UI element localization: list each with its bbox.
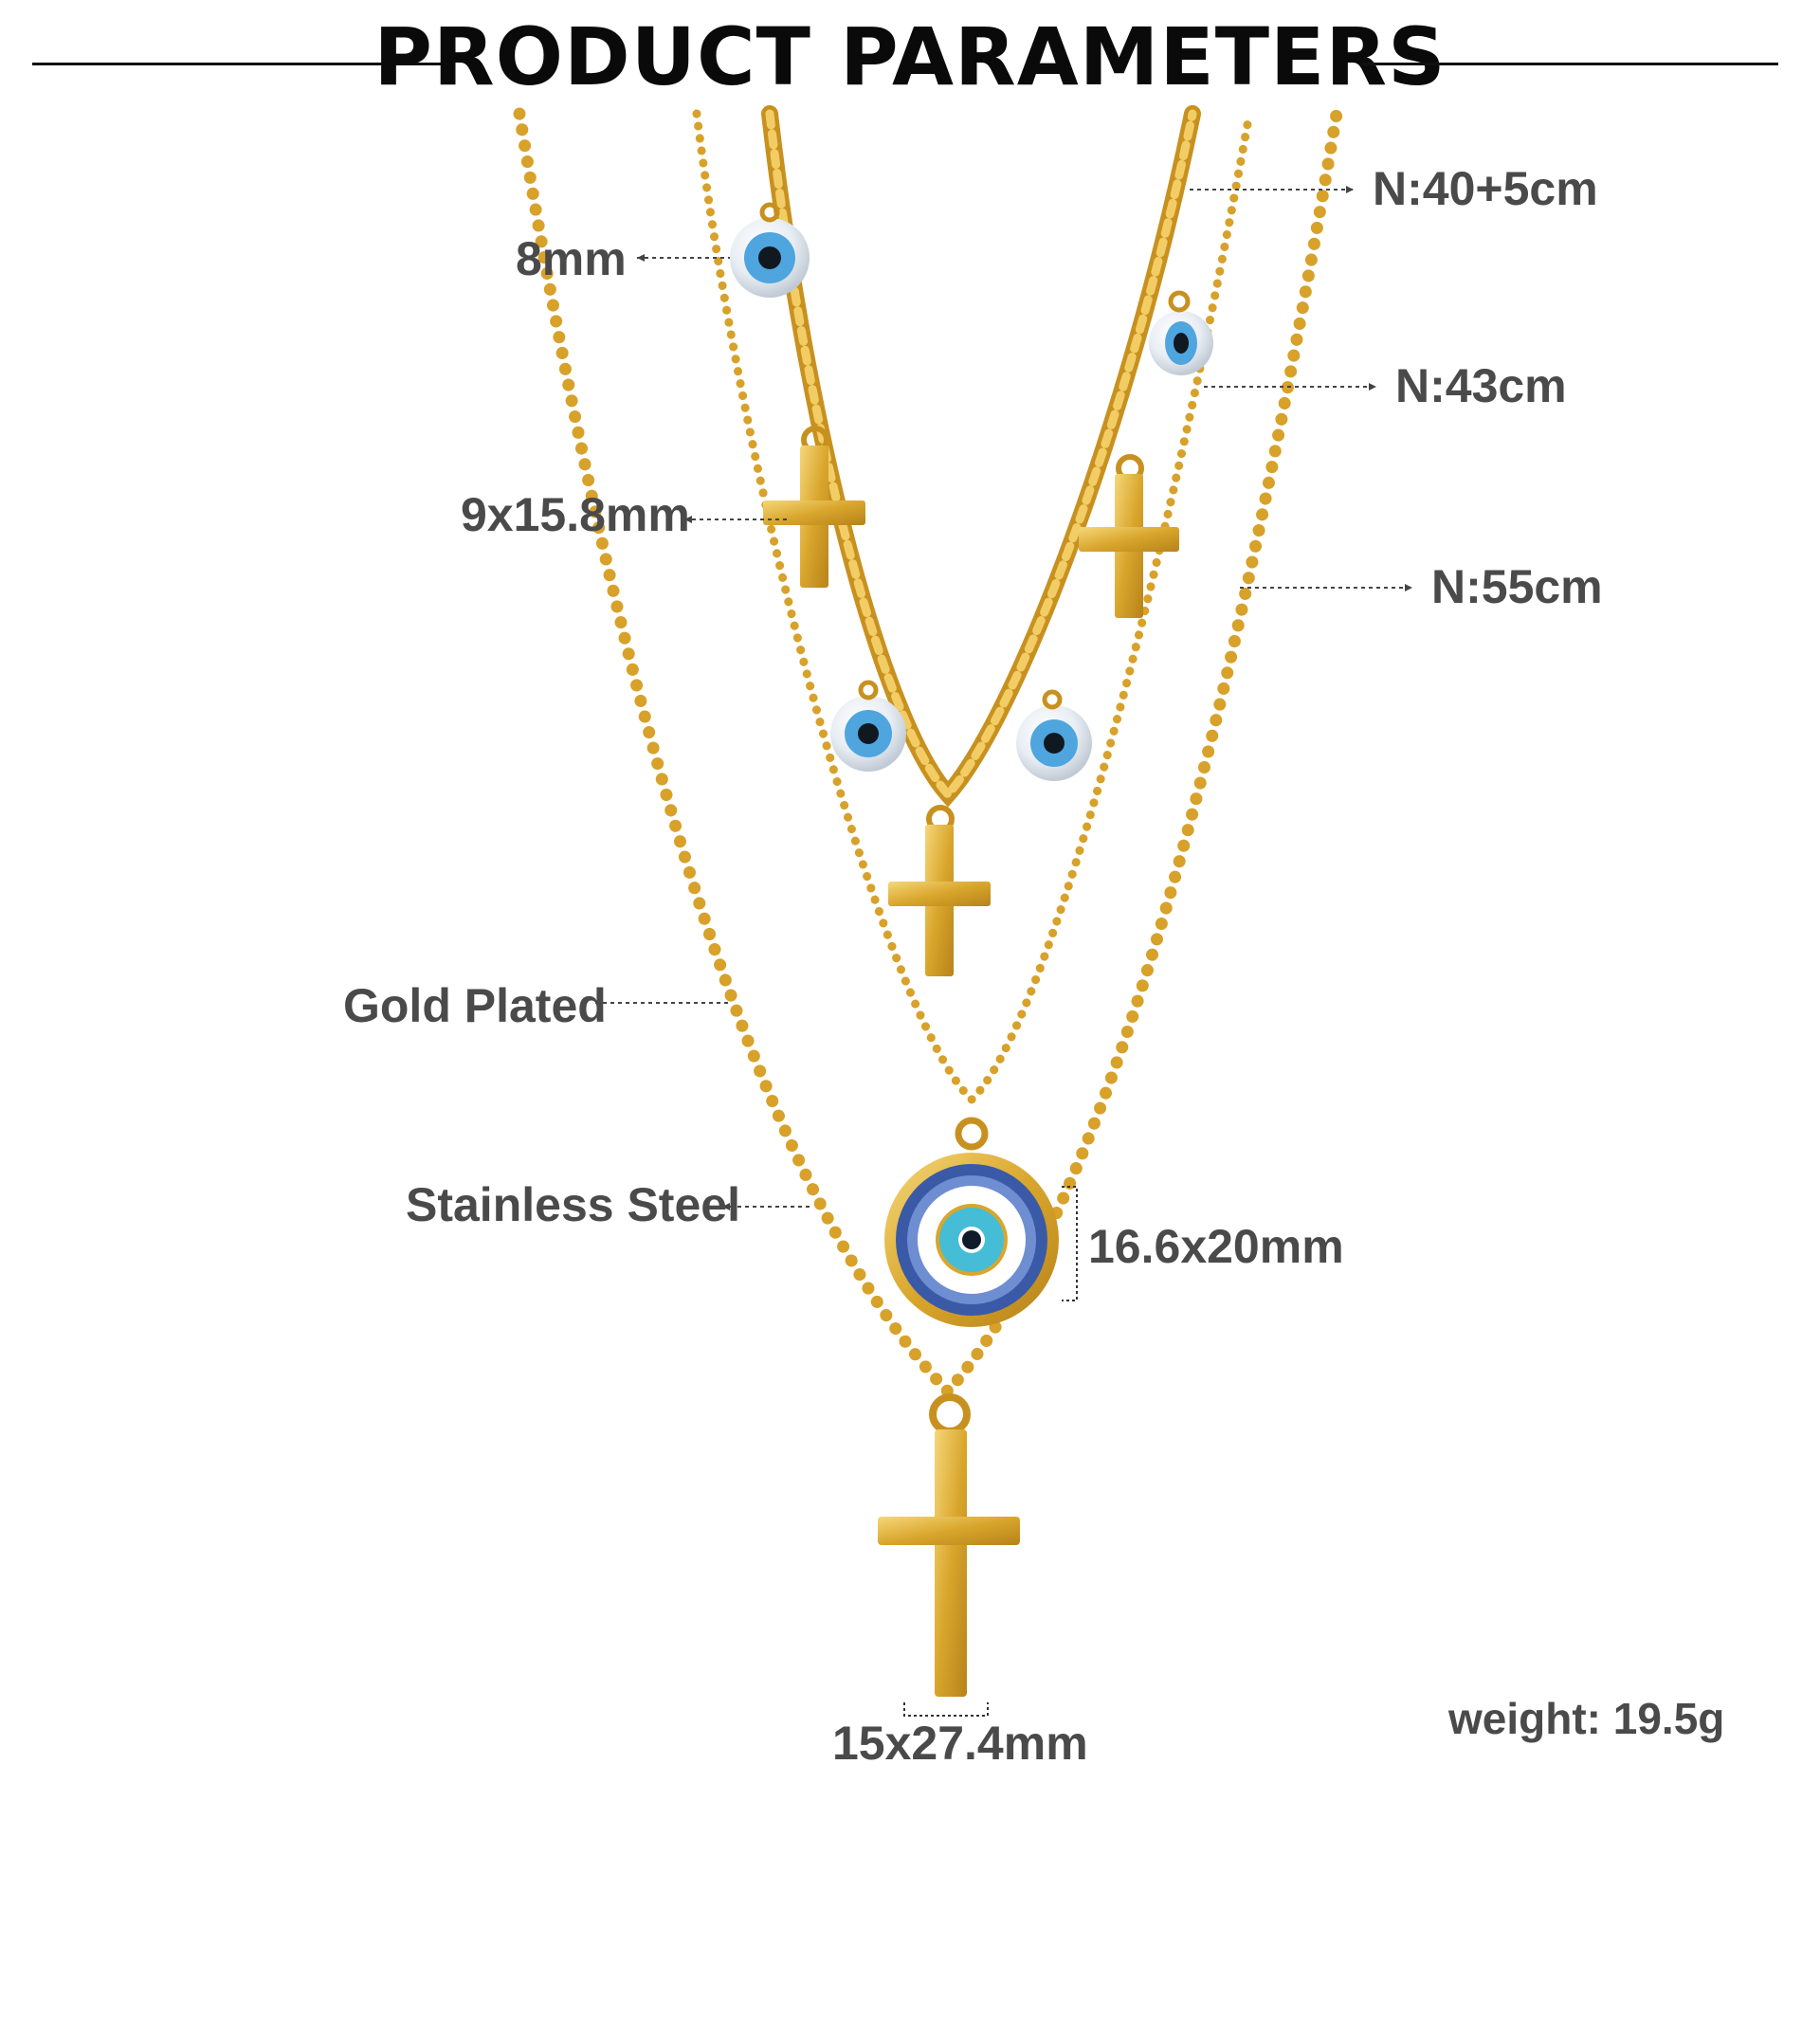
cross-charm	[1079, 454, 1179, 618]
dim-big-cross	[903, 1702, 989, 1717]
eye-bead	[730, 202, 810, 298]
label-weight: weight: 19.5g	[1448, 1694, 1725, 1743]
label-eye-bead: 8mm	[516, 232, 627, 285]
eye-bead	[1016, 689, 1092, 781]
dim-eye-pendant	[1062, 1186, 1078, 1301]
title-rule-right	[1361, 63, 1778, 65]
chain-43cm	[692, 109, 1254, 1106]
cross-pendant	[878, 1393, 1020, 1697]
chain-40-5cm	[761, 105, 1201, 808]
eye-bead	[1149, 290, 1213, 375]
label-chain-43cm: N:43cm	[1395, 359, 1567, 412]
cross-charm	[763, 426, 865, 588]
label-small-cross: 9x15.8mm	[461, 488, 690, 541]
eye-pendant	[884, 1117, 1059, 1327]
label-gold-plated: Gold Plated	[343, 979, 607, 1032]
chain-55cm	[513, 107, 1343, 1401]
title-rule-left	[32, 63, 442, 65]
label-big-cross-size: 15x27.4mm	[832, 1717, 1088, 1770]
page-title: PRODUCT PARAMETERS	[373, 10, 1447, 103]
label-eye-pendant-size: 16.6x20mm	[1088, 1220, 1344, 1273]
eye-bead	[830, 680, 906, 772]
label-chain-40-5cm: N:40+5cm	[1373, 162, 1598, 215]
cross-charm	[888, 805, 991, 976]
label-stainless-steel: Stainless Steel	[406, 1178, 740, 1231]
label-chain-55cm: N:55cm	[1431, 560, 1603, 613]
